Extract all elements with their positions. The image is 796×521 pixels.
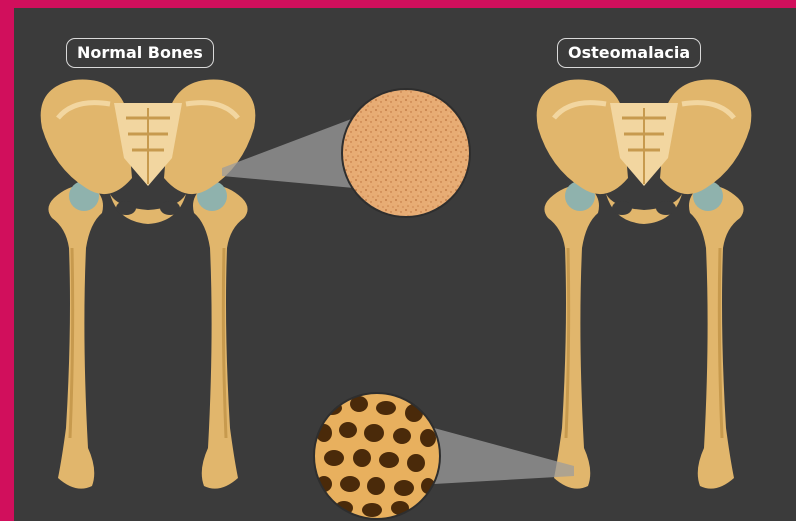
osteomalacia-label: Osteomalacia — [557, 38, 701, 68]
porous-bone-texture — [312, 391, 442, 521]
diagram-frame: Normal Bones Osteomalacia — [14, 8, 796, 521]
dense-bone-texture — [342, 89, 470, 217]
normal-skeleton — [41, 80, 256, 489]
osteomalacia-skeleton — [537, 80, 752, 489]
normal-bones-label: Normal Bones — [66, 38, 214, 68]
skeleton-illustration — [14, 8, 796, 521]
osteomalacia-callout-beam — [434, 428, 574, 484]
